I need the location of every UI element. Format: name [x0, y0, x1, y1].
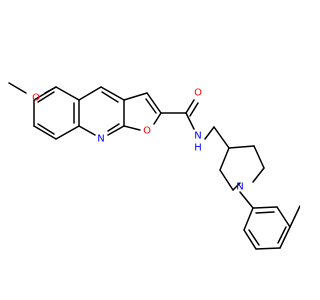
bond-n-benzyl — [239, 191, 254, 209]
bond-b-inner2 — [37, 123, 55, 135]
bond-p4 — [107, 125, 125, 136]
bond-p1 — [78, 86, 102, 101]
bond-b-inner3 — [37, 91, 55, 103]
bond-f3 — [153, 112, 162, 125]
bond-pip6 — [232, 182, 241, 191]
atom-amide-h: H — [194, 143, 202, 154]
bond-t-inner1 — [248, 229, 260, 246]
bond-co-o1 — [185, 99, 195, 114]
bond-t-inner3 — [255, 211, 275, 214]
bond-pip4 — [219, 147, 230, 171]
bond-b4 — [33, 125, 57, 140]
atom-amide-n: N — [194, 131, 201, 142]
bond-b3 — [55, 125, 80, 140]
bond-t6 — [252, 206, 278, 209]
bond-n-ch2 — [204, 126, 215, 140]
bond-b1 — [55, 86, 80, 101]
bond-t3 — [255, 247, 281, 250]
bond-pip5 — [219, 169, 234, 191]
atom-piperidine-n: N — [236, 182, 243, 193]
bond-pip2 — [253, 145, 265, 169]
bond-p-inner1 — [101, 91, 119, 103]
bond-co-n — [185, 112, 195, 130]
bond-p2 — [100, 86, 125, 101]
bond-f4 — [123, 125, 141, 131]
bond-f-inner — [145, 98, 157, 114]
atom-methoxy-o: O — [32, 93, 40, 104]
bond-t4 — [279, 226, 291, 249]
bond-t2 — [243, 229, 257, 250]
atom-quinoline-n: N — [97, 134, 104, 145]
bond-co-o2 — [189, 102, 199, 117]
bond-b6 — [33, 86, 57, 101]
bond-p5 — [78, 125, 96, 136]
bond-ch2-pip — [213, 126, 230, 149]
bond-p-inner2 — [107, 123, 120, 132]
bond-f1 — [123, 92, 148, 101]
bond-pip1 — [228, 145, 255, 149]
molecule-canvas: O N O O N H N — [8, 82, 300, 250]
bond-t-inner2 — [277, 226, 287, 244]
bond-t1 — [243, 207, 254, 231]
bond-pip3 — [252, 167, 265, 183]
bond-t-methyl — [289, 205, 300, 228]
atom-carbonyl-o: O — [194, 88, 202, 99]
atom-furan-o: O — [143, 126, 151, 137]
bond-f2 — [146, 92, 162, 114]
bond-methyl-o — [8, 82, 27, 94]
structure-drawing-main: O N O O N H N — [8, 82, 300, 250]
bond-t5 — [276, 206, 291, 228]
